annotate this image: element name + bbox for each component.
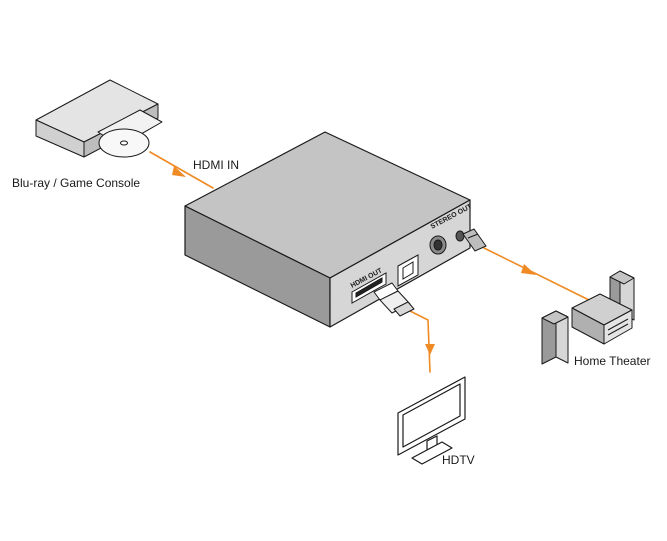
receiver-display-2 [607,323,629,336]
cable-stereo-out [483,247,596,304]
hdtv [397,376,466,465]
arrow-hdmi-in-mid [172,166,186,177]
stereo-plug-body [462,228,487,252]
stereo-plug [462,228,487,252]
arrow-stereo-out [521,264,536,275]
arrow-hdmi-out [425,344,435,355]
bluray-player [35,79,163,158]
receiver-side [603,309,633,345]
optical-port-inner [402,261,414,280]
cable-hdmi-in [149,151,214,189]
stereo-plug-ring [467,233,479,239]
hdtv-label: HDTV [442,453,475,467]
cable-hdmi-out [403,307,431,373]
cables [149,151,596,373]
box-ports [351,230,465,304]
stereo-out-jack [455,230,465,242]
hdmi-out-port-inner [355,277,383,298]
hdmi-plug-boot [393,301,415,317]
round-jack-inner [433,239,443,251]
hdmi-plug [373,282,415,317]
hdtv-screen [402,383,461,448]
cable-arrows [172,166,536,355]
home-theater [541,270,635,365]
disc-hub [120,140,128,146]
home-theater-label: Home Theater [574,354,651,368]
hdtv-stand-base [411,441,453,465]
hdmi-in-label: HDMI IN [193,158,239,172]
speaker-right-top [609,270,635,285]
bluray-game-console-label: Blu-ray / Game Console [12,176,141,190]
receiver-display [607,318,629,331]
speaker-left-top [541,310,569,325]
